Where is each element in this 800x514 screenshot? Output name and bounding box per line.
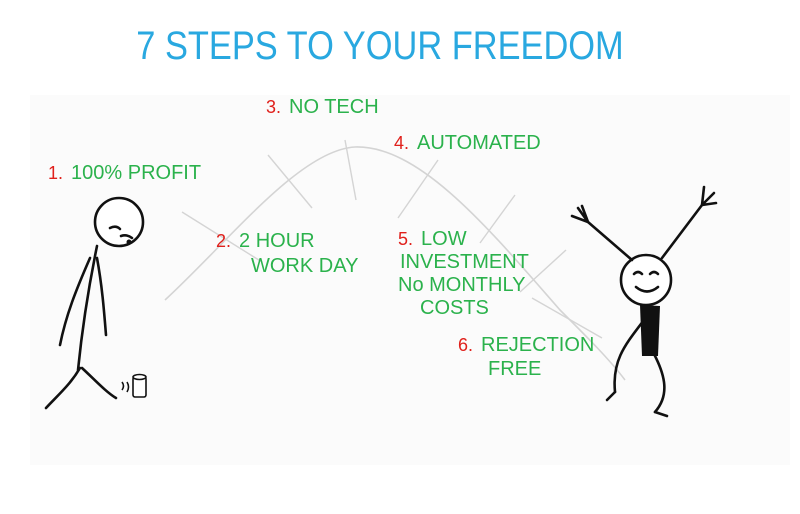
step-5-line-4: COSTS: [420, 297, 489, 319]
step-3-label: NO TECH: [289, 96, 379, 118]
step-6-number: 6.: [458, 335, 474, 355]
step-6: 6. REJECTION: [458, 334, 594, 356]
step-2: 2. 2 HOUR: [216, 230, 315, 252]
step-5-line-2: INVESTMENT: [400, 251, 529, 273]
step-1: 1. 100% PROFIT: [48, 162, 201, 184]
step-3-number: 3.: [266, 97, 282, 117]
step-2-line-1: 2 HOUR: [239, 230, 315, 252]
step-4-label: AUTOMATED: [417, 132, 541, 154]
can-icon: [121, 373, 147, 398]
step-5-line-3: No MONTHLY: [398, 274, 526, 296]
step-1-number: 1.: [48, 163, 64, 183]
step-5-line-4-row: COSTS: [420, 297, 489, 319]
journey-curve: [164, 146, 626, 381]
step-2-number: 2.: [216, 231, 232, 251]
step-6-line-1: REJECTION: [481, 334, 595, 356]
curve-tick-marks: [181, 139, 603, 339]
step-2-line-2: WORK DAY: [251, 255, 359, 277]
step-4: 4. AUTOMATED: [394, 132, 541, 154]
tear-drop: [126, 239, 132, 245]
happy-stick-figure: [570, 185, 718, 418]
happy-figure-body: [640, 305, 660, 356]
sad-stick-figure: [44, 196, 145, 410]
step-5: 5. LOW: [398, 228, 467, 250]
step-5-line-1: LOW: [421, 228, 467, 250]
step-6-line-2: FREE: [488, 358, 542, 380]
step-1-label: 100% PROFIT: [71, 162, 202, 184]
step-2-line-2-row: WORK DAY: [251, 255, 358, 277]
step-4-number: 4.: [394, 133, 410, 153]
step-5-line-3-row: No MONTHLY: [398, 274, 525, 296]
step-3: 3. NO TECH: [266, 96, 379, 118]
page-title: 7 STEPS TO YOUR FREEDOM: [136, 24, 624, 68]
step-5-number: 5.: [398, 229, 414, 249]
step-6-line-2-row: FREE: [488, 358, 541, 380]
step-5-line-2-row: INVESTMENT: [400, 251, 529, 273]
